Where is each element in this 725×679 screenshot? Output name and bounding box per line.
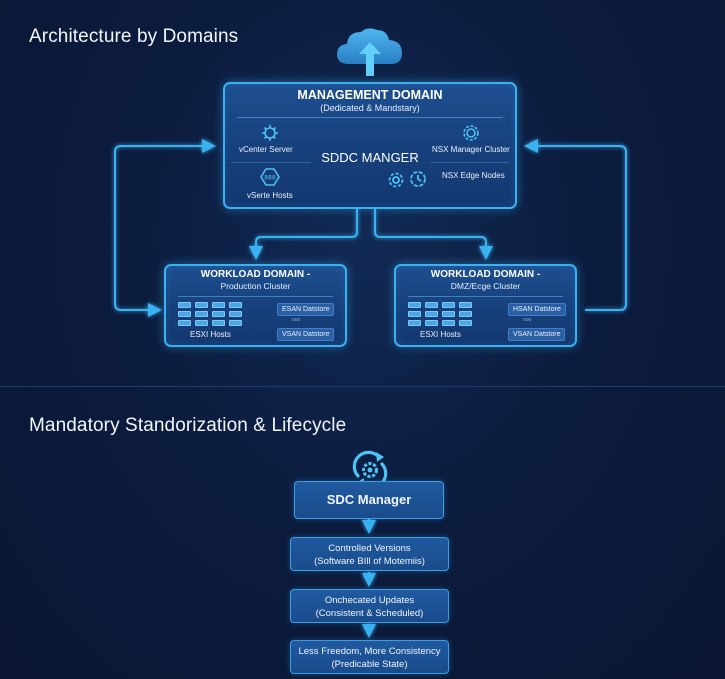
datastore-chip: VSAN Datstore [508, 328, 566, 341]
separator-dots: ooo [523, 317, 532, 323]
right-loop-connector [524, 139, 627, 311]
esxi-hosts-label: ESXI Hosts [420, 330, 461, 339]
datastore-chip: HSAN Datstore [508, 303, 566, 316]
left-loop-connector [114, 139, 216, 311]
nsx-manager-cluster-label: NSX Manager Cluster [432, 145, 510, 154]
vserte-hosts-label: vSerte Hosts [247, 191, 293, 200]
clock-gear-icon [408, 169, 428, 194]
flow-step-consistency: Less Freedom, More Consistency (Predicab… [290, 640, 449, 674]
separator-dots: ooo [292, 317, 301, 323]
sddc-manager-label: SDDC MANGER [321, 150, 419, 165]
divider [178, 296, 333, 297]
workload-domain-title: WORKLOAD DOMAIN - [430, 269, 541, 280]
datastore-chip: VSAN Datstore [277, 328, 335, 341]
host-icon: 888 [260, 168, 280, 191]
divider [408, 296, 563, 297]
cloud-upload-icon [335, 24, 405, 83]
flow-step-updates: Onchecated Updates (Consistent & Schedul… [290, 589, 449, 623]
split-connector-left [249, 209, 358, 260]
workload-domain-title: WORKLOAD DOMAIN - [200, 269, 311, 280]
workload-domain-subtitle: DMZ/Ecge Cluster [450, 281, 521, 291]
datastore-chip: ESAN Datstore [277, 303, 335, 316]
section-divider [0, 386, 725, 387]
workload-domain-subtitle: Production Cluster [220, 281, 291, 291]
nsx-gear-icon [462, 124, 480, 147]
chip-icon [261, 124, 279, 147]
split-connector-right [374, 209, 493, 260]
divider [231, 162, 311, 163]
management-domain-subtitle: (Dedicated & Mandstary) [320, 103, 420, 113]
flow-step-title: Less Freedom, More Consistency [298, 646, 441, 657]
flow-step-title: Onchecated Updates [324, 595, 415, 606]
divider [237, 117, 503, 118]
vcenter-server-label: vCenter Server [239, 145, 293, 154]
workload-domain-dmz: WORKLOAD DOMAIN - DMZ/Ecge Cluster ESXI … [394, 264, 577, 347]
flow-step-title: Controlled Versions [328, 543, 411, 554]
flow-step-controlled-versions: Controlled Versions (Software BIll of Mo… [290, 537, 449, 571]
workload-domain-production: WORKLOAD DOMAIN - Production Cluster ESX… [164, 264, 347, 347]
esxi-hosts-label: ESXI Hosts [190, 330, 231, 339]
architecture-section-title: Architecture by Domains [29, 26, 239, 47]
lifecycle-section-title: Mandatory Standorization & Lifecycle [29, 415, 347, 436]
sdc-manager-box: SDC Manager [294, 481, 444, 519]
svg-text:888: 888 [264, 175, 276, 182]
management-domain-title: MANAGEMENT DOMAIN [297, 88, 443, 102]
esxi-hosts-grid-icon [178, 302, 242, 326]
flow-step-subtitle: (Predicable State) [331, 659, 408, 670]
esxi-hosts-grid-icon [408, 302, 472, 326]
divider [431, 162, 509, 163]
flow-step-subtitle: (Consistent & Scheduled) [315, 608, 424, 619]
gear-icon [387, 171, 405, 194]
flow-step-subtitle: (Software BIll of Motemiis) [314, 556, 425, 567]
nsx-edge-nodes-label: NSX Edge Nodes [442, 171, 505, 180]
management-domain-box: MANAGEMENT DOMAIN (Dedicated & Mandstary… [223, 82, 517, 209]
